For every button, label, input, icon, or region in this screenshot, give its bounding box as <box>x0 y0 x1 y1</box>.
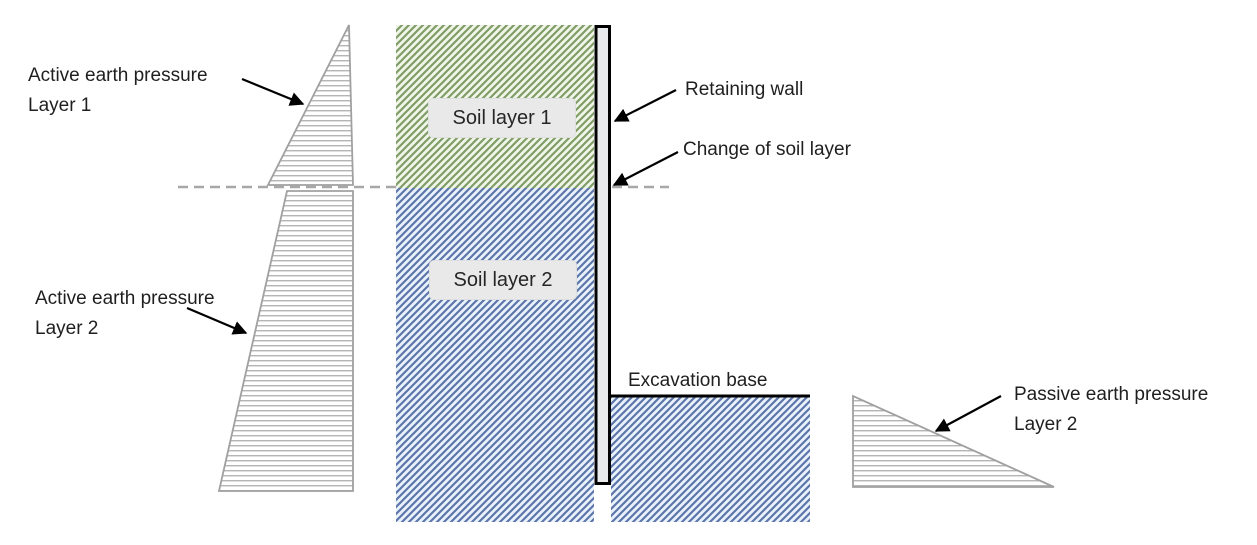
retaining-wall-arrow <box>613 89 677 122</box>
active-pressure-2-label: Active earth pressure Layer 2 <box>35 284 215 344</box>
active-pressure-2-label-line2: Layer 2 <box>35 318 99 339</box>
excavation-base-label: Excavation base <box>628 370 768 391</box>
retaining-wall-label: Retaining wall <box>685 79 804 100</box>
soil-layer-2-tag: Soil layer 2 <box>429 260 577 300</box>
passive-pressure-2-arrow <box>934 395 1002 432</box>
soil-layer-2-region <box>396 188 594 522</box>
soil-below-excavation-region <box>611 397 810 522</box>
active-pressure-layer1-shape <box>266 24 354 186</box>
active-pressure-layer2-shape <box>217 190 354 492</box>
active-pressure-1-label-line2: Layer 1 <box>28 95 92 116</box>
change-of-soil-layer-arrow <box>612 151 679 186</box>
passive-pressure-layer2-shape <box>852 394 1055 488</box>
passive-pressure-2-label-line1: Passive earth pressure <box>1014 384 1209 405</box>
active-pressure-2-label-line1: Active earth pressure <box>35 288 215 309</box>
active-pressure-2-arrow <box>186 306 248 335</box>
soil-layer-1-tag: Soil layer 1 <box>428 98 576 138</box>
passive-pressure-2-label-line2: Layer 2 <box>1014 414 1078 435</box>
active-pressure-1-label-line1: Active earth pressure <box>28 65 208 86</box>
retaining-wall-shape <box>594 25 611 485</box>
change-of-soil-layer-label: Change of soil layer <box>683 139 851 160</box>
active-pressure-1-arrow <box>241 77 305 106</box>
passive-pressure-2-label: Passive earth pressure Layer 2 <box>1014 380 1208 440</box>
active-pressure-1-label: Active earth pressure Layer 1 <box>28 61 208 121</box>
